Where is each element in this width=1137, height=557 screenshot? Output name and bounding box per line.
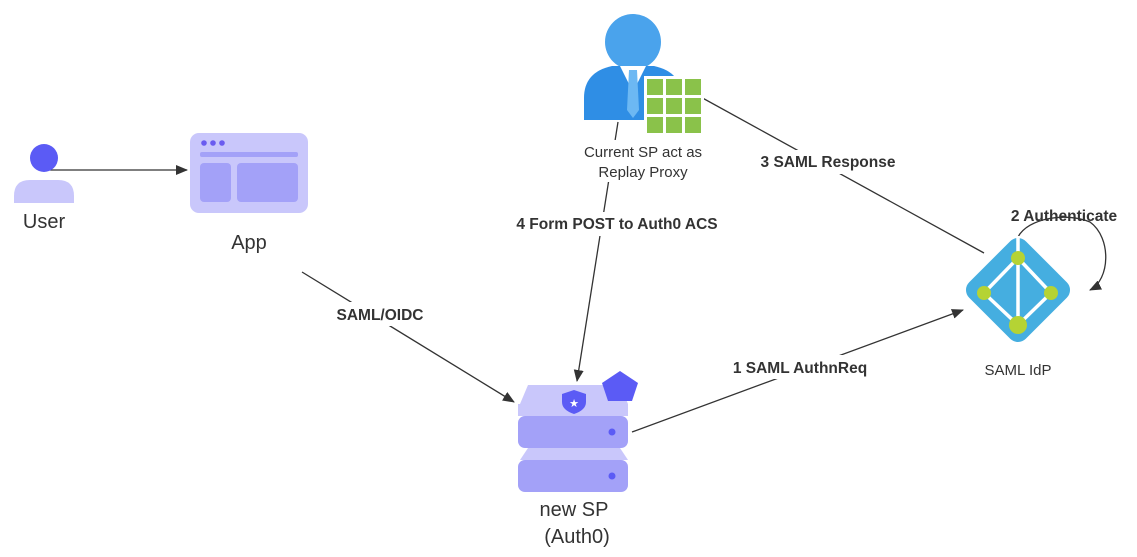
auth0-server-icon: ★	[518, 371, 638, 492]
proxy-label-line2: Replay Proxy	[598, 164, 688, 181]
user-label: User	[23, 211, 66, 233]
app-label: App	[231, 232, 267, 254]
user-icon	[14, 144, 74, 203]
idp-label: SAML IdP	[985, 362, 1052, 379]
proxy-label-line1: Current SP act as	[584, 144, 702, 161]
app-window-icon	[190, 133, 308, 213]
proxy-user-grid-icon	[584, 14, 704, 136]
user-node: User	[14, 144, 74, 233]
edge-label-saml-response: 3 SAML Response	[761, 154, 896, 171]
sp-label-line2: (Auth0)	[544, 526, 610, 548]
edge-label-form-post: 4 Form POST to Auth0 ACS	[516, 216, 717, 233]
edge-app-to-sp	[301, 271, 515, 403]
svg-text:★: ★	[569, 397, 579, 410]
saml-idp-icon	[965, 236, 1071, 343]
edge-label-authnreq: 1 SAML AuthnReq	[733, 360, 867, 377]
sp-node: ★ new SP (Auth0)	[518, 371, 638, 548]
edge-idp-self-loop	[1017, 216, 1107, 291]
app-node: App	[190, 133, 308, 254]
idp-node: SAML IdP	[965, 236, 1071, 379]
proxy-node: Current SP act as Replay Proxy	[566, 14, 722, 182]
sp-label-line1: new SP	[540, 499, 609, 521]
edge-label-authenticate: 2 Authenticate	[1011, 208, 1118, 225]
edge-label-saml-oidc: SAML/OIDC	[337, 307, 424, 324]
